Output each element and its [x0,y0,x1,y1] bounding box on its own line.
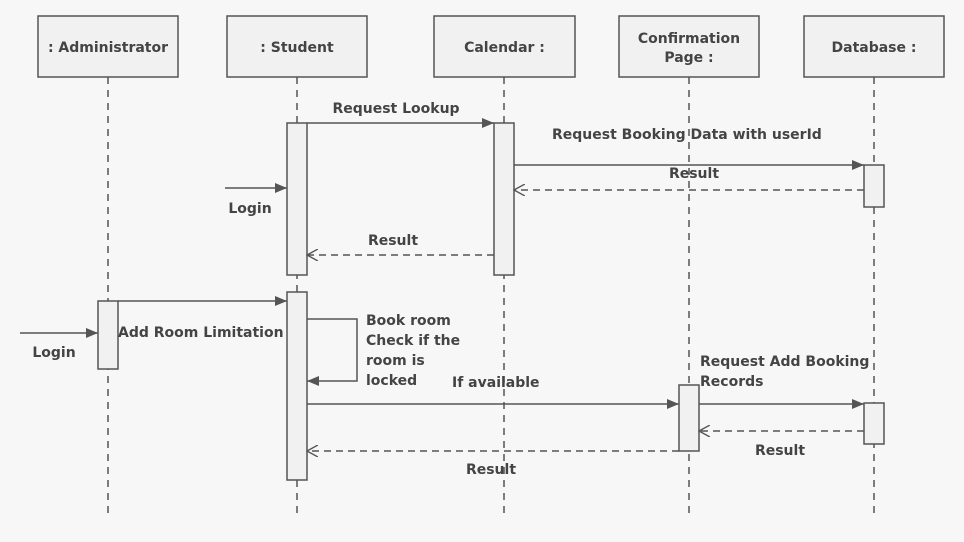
message-book-room-self[interactable] [307,318,358,386]
participant-label: Page : [664,50,713,66]
activation-database-1 [863,164,885,208]
message-label: Add Room Limitation [118,325,284,341]
participant-database[interactable]: Database : [803,15,945,78]
message-label: Result [368,233,418,249]
participant-box [37,15,179,78]
participant-box [803,15,945,78]
message-login-student[interactable]: Login [225,183,287,217]
message-login-admin[interactable]: Login [20,328,98,361]
participant-student[interactable]: : Student [226,15,368,78]
activation-student-2 [286,291,308,481]
participant-box [618,15,760,78]
message-label: locked [366,373,417,389]
participant-label: Confirmation [638,31,740,47]
message-label: Result [466,462,516,478]
message-label: Check if the [366,333,460,349]
message-label: Request Add Booking [700,354,869,370]
message-label: Login [228,201,271,217]
message-label: Request Lookup [332,101,459,117]
participant-box [226,15,368,78]
participant-admin[interactable]: : Administrator [37,15,179,78]
activation-confirm-1 [678,384,700,452]
message-label: room is [366,353,425,369]
message-label: If available [452,375,540,391]
message-label: Login [32,345,75,361]
participant-box [433,15,576,78]
activation-database-2 [863,402,885,445]
participant-calendar[interactable]: Calendar : [433,15,576,78]
message-label: Book room [366,313,451,329]
message-label: Request Booking Data with userId [552,127,822,143]
activation-student-1 [286,122,308,276]
participant-label: : Administrator [48,40,168,56]
participant-label: : Student [260,40,334,56]
message-label: Result [755,443,805,459]
participant-label: Database : [832,40,917,56]
message-label: Records [700,374,763,390]
participant-label: Calendar : [464,40,545,56]
message-label: Result [669,166,719,182]
self-message-arrow [307,318,358,386]
activation-calendar-1 [493,122,515,276]
activation-admin-1 [97,300,119,370]
